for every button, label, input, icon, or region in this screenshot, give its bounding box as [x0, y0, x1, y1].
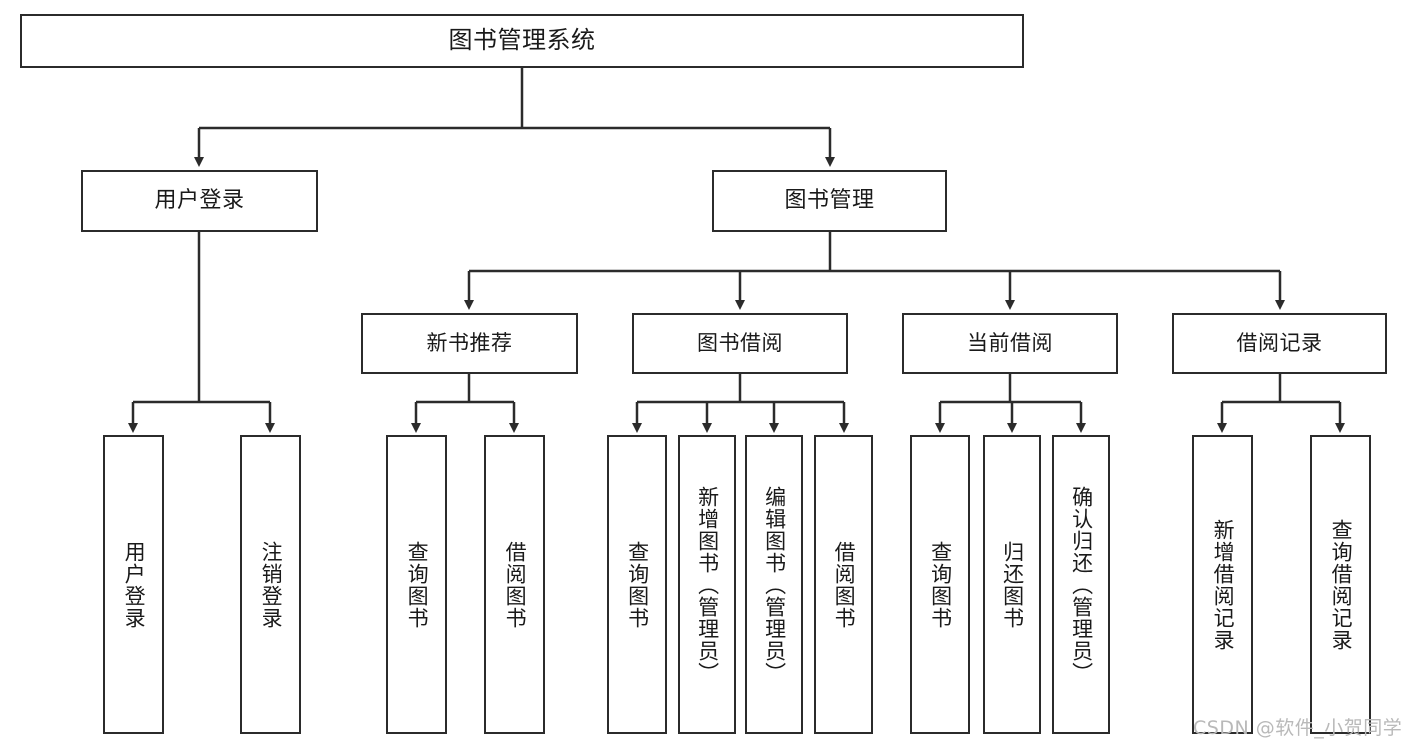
- node-leaf-add-record-label: 新增借阅记录: [1211, 518, 1236, 651]
- node-root-label: 图书管理系统: [448, 26, 596, 55]
- node-leaf-borrow-book-2-label: 借阅图书: [832, 540, 857, 629]
- node-borrow-record-label: 借阅记录: [1236, 330, 1323, 355]
- node-root[interactable]: 图书管理系统: [20, 14, 1024, 68]
- node-leaf-query-book-3[interactable]: 查询图书: [910, 435, 970, 734]
- node-leaf-confirm-return[interactable]: 确认归还（管理员）: [1052, 435, 1110, 734]
- node-book-borrow[interactable]: 图书借阅: [632, 313, 848, 374]
- node-book-management-label: 图书管理: [784, 187, 875, 213]
- node-leaf-add-record[interactable]: 新增借阅记录: [1192, 435, 1253, 734]
- node-current-borrow[interactable]: 当前借阅: [902, 313, 1118, 374]
- node-new-book-recommend-label: 新书推荐: [426, 330, 513, 355]
- node-leaf-add-book-label: 新增图书（管理员）: [695, 485, 720, 684]
- node-leaf-user-login-label: 用户登录: [122, 540, 147, 629]
- node-leaf-edit-book[interactable]: 编辑图书（管理员）: [745, 435, 803, 734]
- node-leaf-return-book-label: 归还图书: [1000, 540, 1025, 629]
- node-leaf-query-book-3-label: 查询图书: [928, 540, 953, 629]
- node-leaf-user-logout[interactable]: 注销登录: [240, 435, 301, 734]
- node-book-borrow-label: 图书借阅: [697, 330, 783, 355]
- node-leaf-query-book-1-label: 查询图书: [405, 540, 430, 629]
- node-leaf-user-logout-label: 注销登录: [259, 540, 284, 629]
- node-leaf-query-book-2[interactable]: 查询图书: [607, 435, 667, 734]
- node-leaf-query-book-1[interactable]: 查询图书: [386, 435, 447, 734]
- node-leaf-user-login[interactable]: 用户登录: [103, 435, 164, 734]
- node-leaf-borrow-book-2[interactable]: 借阅图书: [814, 435, 873, 734]
- node-leaf-borrow-book-1-label: 借阅图书: [503, 540, 528, 629]
- node-leaf-query-book-2-label: 查询图书: [625, 540, 650, 629]
- node-borrow-record[interactable]: 借阅记录: [1172, 313, 1387, 374]
- node-user-login-label: 用户登录: [154, 187, 245, 213]
- watermark: CSDN @软件_小贺同学: [1193, 717, 1403, 739]
- node-leaf-query-record[interactable]: 查询借阅记录: [1310, 435, 1371, 734]
- node-book-management[interactable]: 图书管理: [712, 170, 947, 232]
- node-current-borrow-label: 当前借阅: [967, 330, 1053, 355]
- node-leaf-add-book[interactable]: 新增图书（管理员）: [678, 435, 736, 734]
- node-new-book-recommend[interactable]: 新书推荐: [361, 313, 578, 374]
- node-user-login[interactable]: 用户登录: [81, 170, 318, 232]
- node-leaf-return-book[interactable]: 归还图书: [983, 435, 1041, 734]
- node-leaf-confirm-return-label: 确认归还（管理员）: [1069, 485, 1094, 684]
- node-leaf-edit-book-label: 编辑图书（管理员）: [762, 485, 787, 684]
- node-leaf-borrow-book-1[interactable]: 借阅图书: [484, 435, 545, 734]
- node-leaf-query-record-label: 查询借阅记录: [1329, 518, 1354, 651]
